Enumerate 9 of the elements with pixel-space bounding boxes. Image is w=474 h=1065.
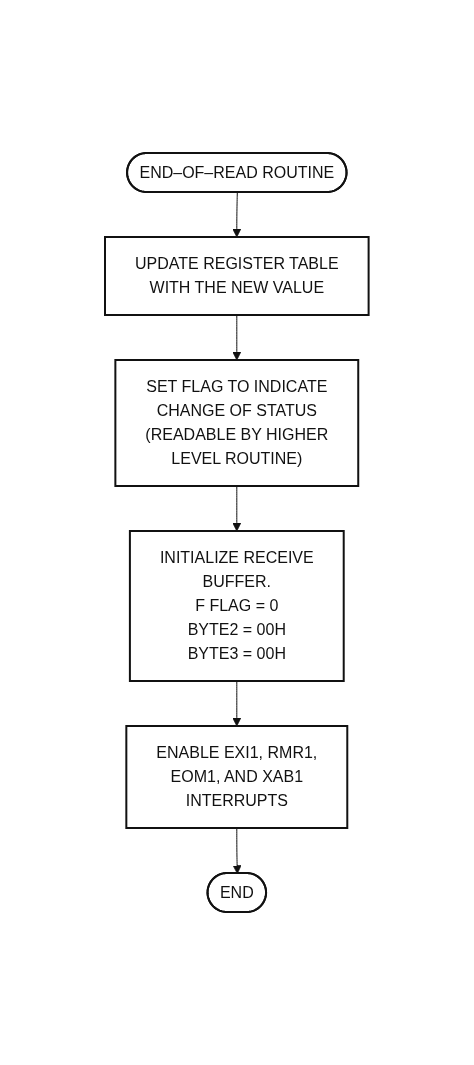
arrow (232, 827, 242, 874)
node-box: INITIALIZE RECEIVE BUFFER. F FLAG = 0 BYTE2 = 00H BYTE3 = 00H (129, 530, 345, 682)
node-box: UPDATE REGISTER TABLE WITH THE NEW VALUE (104, 236, 370, 316)
arrow (232, 485, 242, 532)
arrow (232, 192, 242, 238)
arrow (232, 680, 242, 727)
arrow (232, 314, 242, 361)
node-box: SET FLAG TO INDICATE CHANGE OF STATUS (READABLE BY HIGHER LEVEL ROUTINE) (114, 359, 360, 487)
node-box: ENABLE EXI1, RMR1, EOM1, AND XAB1 INTERRUPTS (125, 725, 349, 829)
